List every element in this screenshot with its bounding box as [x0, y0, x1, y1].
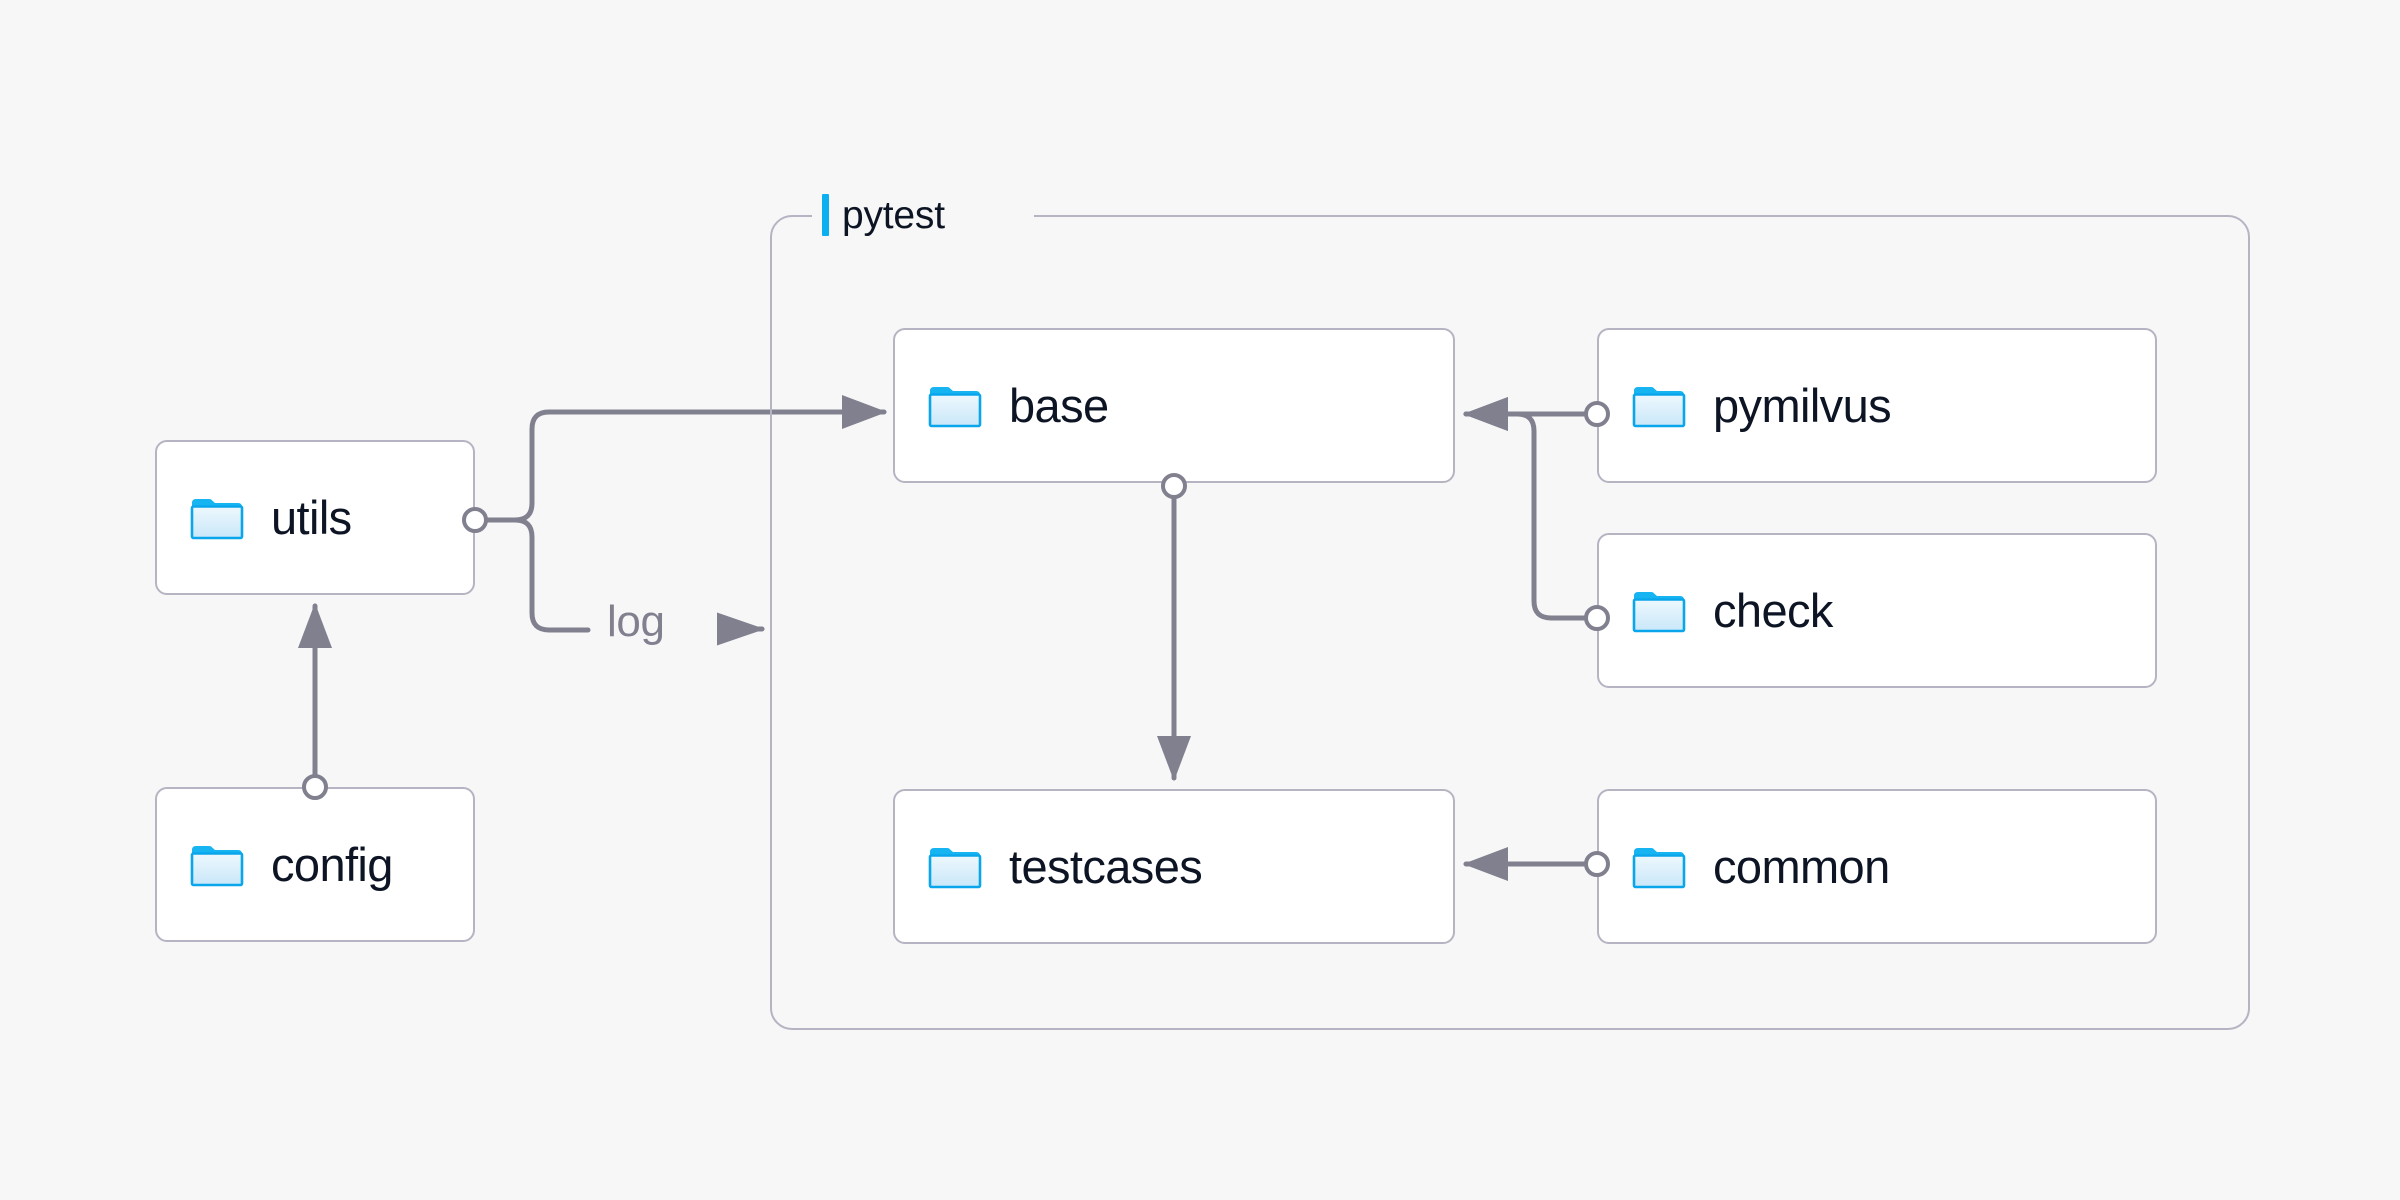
port-utils-right[interactable] [462, 507, 488, 533]
node-common[interactable]: common [1597, 789, 2157, 944]
port-config-top[interactable] [302, 774, 328, 800]
edge-utils-to-log [485, 517, 591, 633]
node-config[interactable]: config [155, 787, 475, 942]
folder-icon [928, 847, 982, 888]
port-base-bottom[interactable] [1161, 473, 1187, 499]
node-testcases[interactable]: testcases [893, 789, 1455, 944]
node-utils[interactable]: utils [155, 440, 475, 595]
node-label: base [1009, 379, 1109, 432]
node-label: config [271, 838, 393, 891]
folder-icon [190, 845, 244, 886]
node-pymilvus[interactable]: pymilvus [1597, 328, 2157, 483]
group-container-pytest[interactable] [770, 215, 2250, 1030]
folder-icon [928, 386, 982, 427]
accent-bar-icon [822, 194, 829, 236]
folder-icon [1632, 847, 1686, 888]
port-check-left[interactable] [1584, 605, 1610, 631]
node-label: testcases [1009, 840, 1203, 893]
node-label: pymilvus [1713, 379, 1892, 432]
group-label-pytest[interactable]: pytest [822, 194, 945, 236]
folder-icon [1632, 591, 1686, 632]
node-label: utils [271, 491, 352, 544]
node-base[interactable]: base [893, 328, 1455, 483]
port-pymilvus-left[interactable] [1584, 401, 1610, 427]
group-title: pytest [842, 193, 945, 237]
group-label-mask [812, 210, 1034, 220]
node-label: common [1713, 840, 1890, 893]
folder-icon [1632, 386, 1686, 427]
node-label: check [1713, 584, 1833, 637]
folder-icon [190, 498, 244, 539]
edge-label-log: log [607, 597, 665, 646]
port-common-left[interactable] [1584, 851, 1610, 877]
node-check[interactable]: check [1597, 533, 2157, 688]
